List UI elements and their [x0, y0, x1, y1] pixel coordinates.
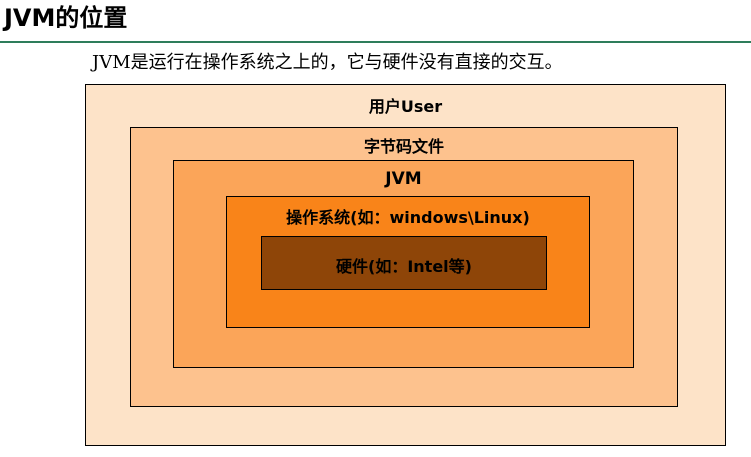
layer-user-label: 用户User [368, 97, 443, 116]
title-divider [0, 41, 751, 43]
layer-jvm-label: JVM [385, 169, 422, 189]
layer-hardware-label: 硬件(如：Intel等) [336, 257, 472, 276]
page-caption: JVM是运行在操作系统之上的，它与硬件没有直接的交互。 [92, 52, 563, 73]
page-title: JVM的位置 [4, 4, 128, 32]
layer-hardware: 硬件(如：Intel等) [261, 236, 547, 290]
layer-os-label: 操作系统(如：windows\Linux) [286, 208, 530, 227]
layer-bytecode-label: 字节码文件 [363, 137, 444, 156]
